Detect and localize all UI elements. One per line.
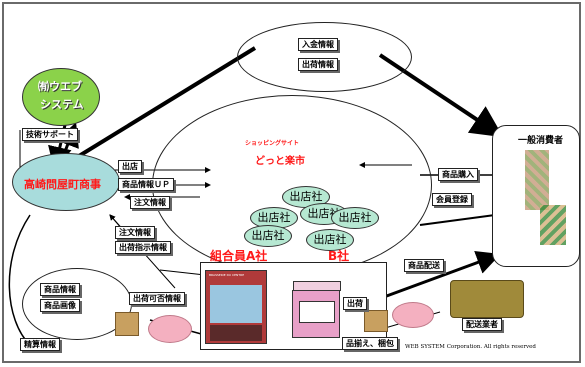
company-name-line2: システム bbox=[40, 98, 84, 111]
label-open-shop: 出店 bbox=[118, 160, 142, 173]
piggy-bank-icon bbox=[148, 315, 192, 343]
label-settlement-info: 精算情報 bbox=[20, 338, 60, 351]
store-sign: BRASSERIE DU CENTRE bbox=[209, 273, 245, 277]
label-delivery-company: 配送業者 bbox=[462, 318, 502, 331]
shop-name: どっと楽市 bbox=[255, 156, 305, 167]
label-member-registration: 会員登録 bbox=[432, 193, 472, 206]
label-tech-support: 技術サポート bbox=[22, 128, 78, 141]
shop-bubble: 出店社 bbox=[306, 229, 354, 251]
main-company-oval bbox=[12, 153, 120, 211]
member-a-name: 組合員A社 bbox=[210, 249, 268, 263]
label-order-info-2: 注文情報 bbox=[115, 226, 155, 239]
label-shipping-instruction: 出荷指示情報 bbox=[115, 241, 171, 254]
copyright: WEB SYSTEM Corporation. All rights reser… bbox=[405, 344, 536, 350]
parcel-icon-2 bbox=[364, 310, 388, 332]
label-shipping-info-top: 出荷情報 bbox=[298, 58, 338, 71]
label-product-image: 商品画像 bbox=[40, 299, 80, 312]
line-member-reg bbox=[419, 214, 496, 226]
label-payment-info: 入金情報 bbox=[298, 38, 338, 51]
consumer-figure bbox=[525, 150, 549, 210]
web-system-logo bbox=[22, 68, 100, 126]
member-b-name: B社 bbox=[328, 249, 350, 263]
payment-oval bbox=[237, 22, 412, 92]
label-product-info: 商品情報 bbox=[40, 283, 80, 296]
label-shipping: 出荷 bbox=[343, 297, 367, 310]
label-product-purchase: 商品購入 bbox=[438, 168, 478, 181]
diagram-frame bbox=[2, 2, 581, 363]
main-company-name: 高崎問屋町商事 bbox=[24, 178, 101, 191]
company-name-line1: ㈲ウエブ bbox=[38, 80, 82, 93]
truck-icon bbox=[450, 280, 524, 318]
piggy-bank-icon-2 bbox=[392, 302, 434, 328]
label-product-delivery: 商品配送 bbox=[404, 259, 444, 272]
label-order-info: 注文情報 bbox=[130, 196, 170, 209]
consumer-figure-2 bbox=[540, 205, 566, 245]
store-b-illustration bbox=[292, 281, 341, 338]
store-a-illustration: BRASSERIE DU CENTRE bbox=[205, 270, 267, 344]
shop-bubble: 出店社 bbox=[250, 207, 298, 229]
label-shipping-availability: 出荷可否情報 bbox=[129, 292, 185, 305]
shop-bubble: 出店社 bbox=[244, 225, 292, 247]
label-product-info-up: 商品情報ＵＰ bbox=[118, 178, 174, 191]
consumer-title: 一般消費者 bbox=[518, 136, 564, 146]
shopping-site-oval bbox=[152, 95, 432, 275]
label-stocking-packing: 品揃え、梱包 bbox=[342, 337, 398, 350]
parcel-icon bbox=[115, 312, 139, 336]
shop-site-label: ショッピングサイト bbox=[245, 140, 300, 147]
shop-bubble: 出店社 bbox=[331, 207, 379, 229]
